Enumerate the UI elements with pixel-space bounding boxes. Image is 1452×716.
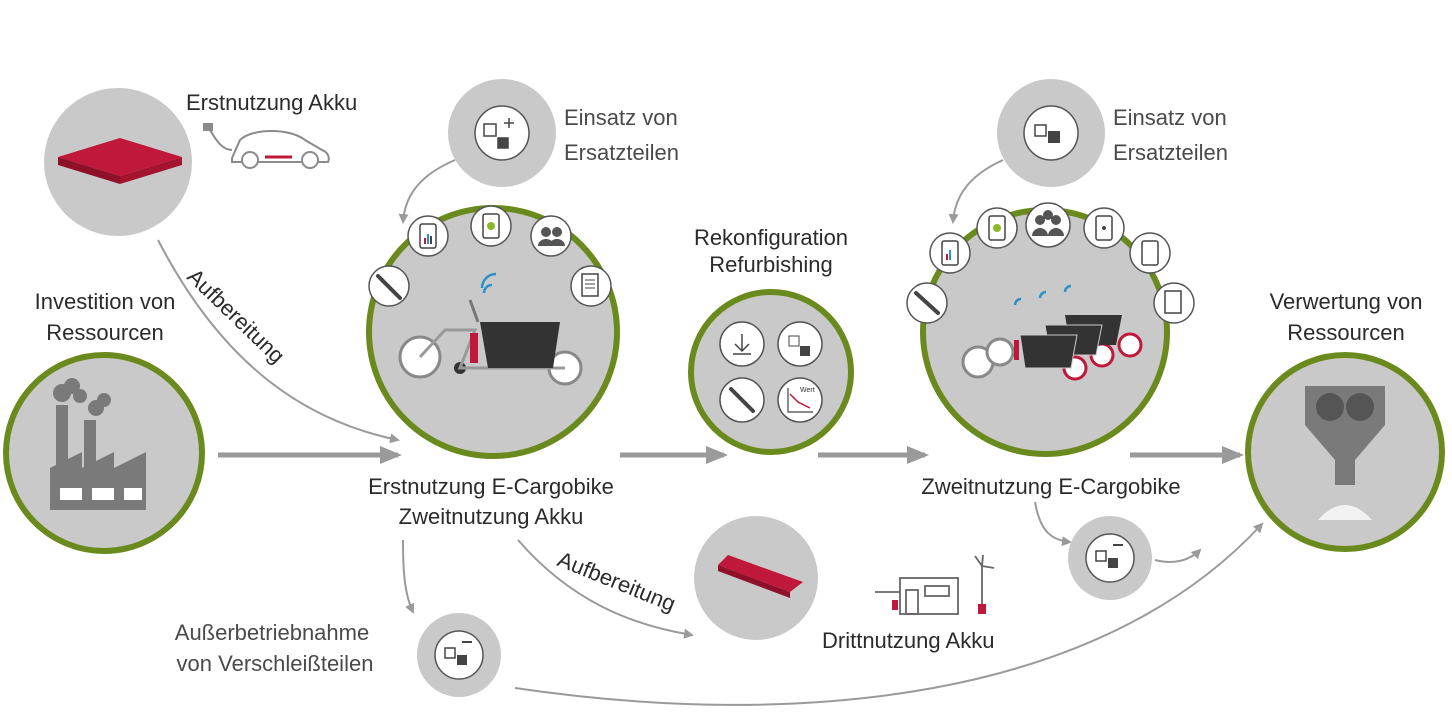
puzzle-icon (777, 321, 823, 367)
users-icon (530, 215, 572, 257)
label-spare-parts-2b: Ersatzteilen (1113, 140, 1228, 165)
label-reconfiguration-2: Refurbishing (709, 252, 833, 277)
cargo-bike-icon (398, 272, 583, 386)
label-spare-parts-2a: Einsatz von (1113, 105, 1227, 130)
label-investment-1: Investition von (35, 289, 176, 314)
spare-parts-node-2 (997, 79, 1105, 187)
long-return-arrow (514, 522, 1264, 706)
label-processing-2: Aufbereitung (554, 546, 679, 616)
second-decommission-arrow (1034, 501, 1072, 547)
label-second-use-bike: Zweitnutzung E-Cargobike (921, 474, 1180, 499)
decommission-node (417, 613, 501, 697)
download-icon (719, 321, 765, 367)
group-icon (1025, 202, 1071, 248)
label-decommission-2: von Verschleißteilen (177, 651, 374, 676)
reconfiguration-node: Wert (688, 289, 854, 455)
second-decommission-node (1068, 516, 1152, 600)
electric-car-icon (203, 123, 330, 169)
label-recycling-2: Ressourcen (1287, 320, 1404, 345)
wrench-icon-2 (719, 377, 765, 423)
label-spare-parts-1a: Einsatz von (564, 105, 678, 130)
factory-icon (50, 378, 146, 510)
second-use-bike-node (920, 207, 1170, 457)
label-reconfiguration-1: Rekonfiguration (694, 225, 848, 250)
puzzle-minus-icon (444, 641, 472, 665)
processing-arrow-2 (517, 539, 694, 639)
wrench-icon (368, 265, 410, 307)
label-decommission-1: Außerbetriebnahme (175, 620, 369, 645)
funnel-icon (1305, 386, 1385, 520)
third-use-battery-node (694, 516, 818, 640)
decommission-arrow (402, 539, 415, 614)
phone-share-icon (1083, 207, 1125, 249)
investment-node (3, 352, 205, 554)
phone-key-icon (1129, 232, 1171, 274)
label-recycling-1: Verwertung von (1270, 289, 1423, 314)
app-icons-1 (368, 205, 612, 307)
recycle-small-arrow (1154, 548, 1202, 563)
battery-bar-icon (718, 555, 803, 598)
document-icon (570, 265, 612, 307)
first-use-battery-node (44, 88, 192, 236)
phone-chart-icon (407, 215, 449, 257)
app-icons-2 (906, 202, 1195, 324)
spare-parts-node-1 (448, 79, 556, 187)
spare-arrow-2 (948, 159, 1004, 224)
document-icon-2 (1153, 282, 1195, 324)
puzzle-minus-icon-2 (1095, 544, 1123, 568)
label-third-use-battery: Drittnutzung Akku (822, 628, 994, 653)
phone-chart-icon-2 (929, 232, 971, 274)
value-chart-icon: Wert (777, 377, 823, 423)
phone-leaf-icon-2 (976, 207, 1018, 249)
battery-icon (58, 138, 182, 184)
puzzle-icon-2 (1034, 124, 1060, 143)
processing-arrow-1 (157, 239, 400, 444)
phone-leaf-icon (470, 205, 512, 247)
recycling-node (1245, 352, 1445, 552)
label-first-use-battery: Erstnutzung Akku (186, 90, 357, 115)
label-spare-parts-1b: Ersatzteilen (564, 140, 679, 165)
bike-fleet-icon (961, 284, 1143, 381)
spare-arrow-1 (398, 159, 456, 224)
label-investment-2: Ressourcen (46, 320, 163, 345)
flow-arrows (157, 159, 1264, 706)
label-first-use-bike-2: Zweitnutzung Akku (399, 504, 584, 529)
value-label: Wert (800, 387, 815, 394)
label-first-use-bike-1: Erstnutzung E-Cargobike (368, 474, 614, 499)
house-wind-icon (875, 554, 995, 615)
wrench-icon-3 (906, 282, 948, 324)
puzzle-plus-icon (483, 118, 514, 149)
